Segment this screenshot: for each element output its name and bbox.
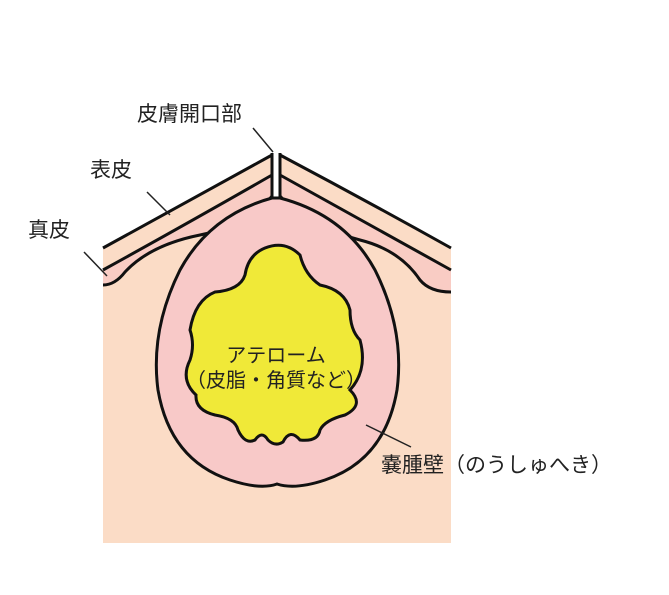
epidermis-inner-line — [102, 173, 273, 272]
epidermis-top-line — [102, 153, 273, 250]
epidermis-inner-line-right — [279, 173, 452, 272]
pore-leader-line — [252, 127, 274, 153]
pore-label: 皮膚開口部 — [137, 102, 242, 126]
dermis-band — [103, 175, 451, 292]
epidermis-label: 表皮 — [90, 158, 132, 182]
cyst-wall-label: 嚢腫壁（のうしゅへき） — [381, 453, 612, 477]
atheroma-mass — [184, 243, 364, 446]
atheroma-label-line1: アテローム — [226, 343, 326, 367]
epidermis-top-line-right — [279, 153, 452, 250]
dermis-leader-line — [83, 251, 108, 277]
atheroma-label: アテローム （皮脂・角質など） — [166, 343, 386, 393]
dermis-label: 真皮 — [28, 218, 70, 242]
atheroma-label-line2: （皮脂・角質など） — [186, 368, 366, 392]
cyst-wall-leader-line — [365, 424, 412, 448]
pore-channel — [272, 153, 280, 198]
epidermis-leader-line — [146, 191, 171, 216]
